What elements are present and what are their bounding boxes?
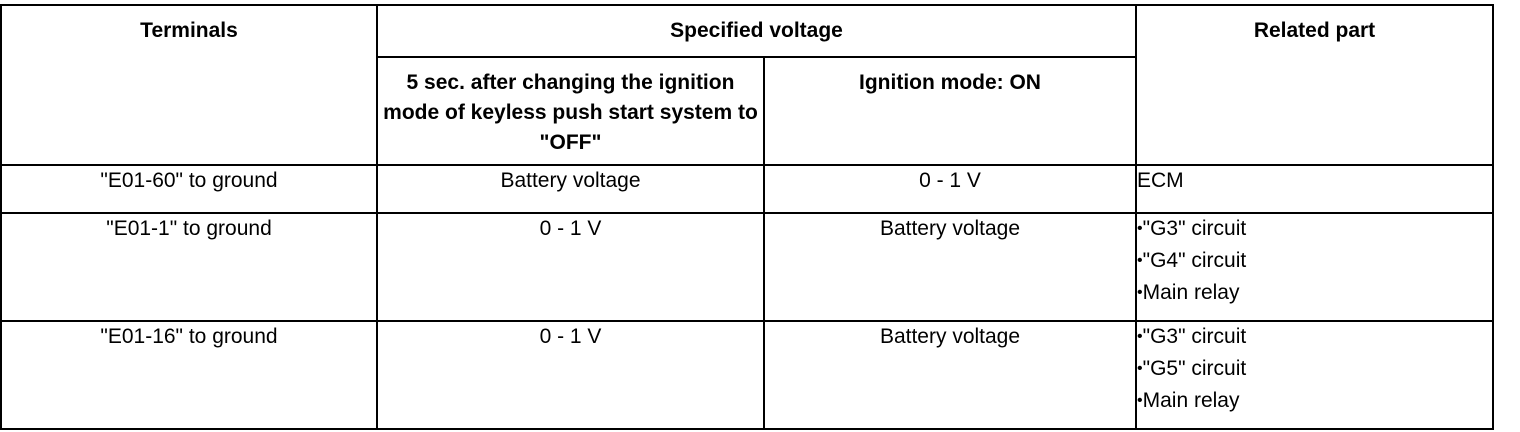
bullet-icon: • xyxy=(1137,220,1143,237)
cell-terminal: "E01-1" to ground xyxy=(0,212,378,322)
cell-voltage-on: Battery voltage xyxy=(763,320,1137,430)
related-part-item: •Main relay xyxy=(1137,281,1240,304)
header-condition-off: 5 sec. after changing the ignition mode … xyxy=(376,56,765,166)
header-row-top: Terminals Specified voltage Related part xyxy=(0,4,1494,166)
related-part-list: •"G3" circuit •"G4" circuit •Main relay xyxy=(1137,214,1492,310)
bullet-icon: • xyxy=(1137,360,1143,377)
cell-terminal: "E01-60" to ground xyxy=(0,164,378,214)
cell-voltage-off: 0 - 1 V xyxy=(376,212,765,322)
related-part-item: •Main relay xyxy=(1137,389,1240,412)
header-related-part: Related part xyxy=(1135,4,1494,166)
table-row: "E01-16" to ground 0 - 1 V Battery volta… xyxy=(0,320,1494,430)
related-part-item: •"G3" circuit xyxy=(1137,217,1247,240)
header-terminals: Terminals xyxy=(0,4,378,166)
cell-terminal: "E01-16" to ground xyxy=(0,320,378,430)
cell-related-part: •"G3" circuit •"G4" circuit •Main relay xyxy=(1135,212,1494,322)
related-part-item: •"G5" circuit xyxy=(1137,357,1247,380)
table-body: "E01-60" to ground Battery voltage 0 - 1… xyxy=(0,164,1494,430)
table-header: Terminals Specified voltage Related part… xyxy=(0,4,1494,166)
bullet-icon: • xyxy=(1137,392,1143,409)
table-row: "E01-1" to ground 0 - 1 V Battery voltag… xyxy=(0,212,1494,322)
cell-related-part: ECM xyxy=(1135,164,1494,214)
header-specified-voltage: Specified voltage xyxy=(376,4,1137,58)
bullet-icon: • xyxy=(1137,328,1143,345)
bullet-icon: • xyxy=(1137,284,1143,301)
cell-voltage-on: Battery voltage xyxy=(763,212,1137,322)
table-row: "E01-60" to ground Battery voltage 0 - 1… xyxy=(0,164,1494,214)
related-part-item: •"G3" circuit xyxy=(1137,325,1247,348)
cell-voltage-off: Battery voltage xyxy=(376,164,765,214)
related-part-item: ECM xyxy=(1137,169,1184,192)
voltage-spec-table: Terminals Specified voltage Related part… xyxy=(0,4,1494,430)
bullet-icon: • xyxy=(1137,252,1143,269)
cell-related-part: •"G3" circuit •"G5" circuit •Main relay xyxy=(1135,320,1494,430)
cell-voltage-on: 0 - 1 V xyxy=(763,164,1137,214)
related-part-list: •"G3" circuit •"G5" circuit •Main relay xyxy=(1137,322,1492,418)
related-part-item: •"G4" circuit xyxy=(1137,249,1247,272)
header-condition-on: Ignition mode: ON xyxy=(763,56,1137,166)
header-row-sub: 5 sec. after changing the ignition mode … xyxy=(1,56,1493,166)
cell-voltage-off: 0 - 1 V xyxy=(376,320,765,430)
